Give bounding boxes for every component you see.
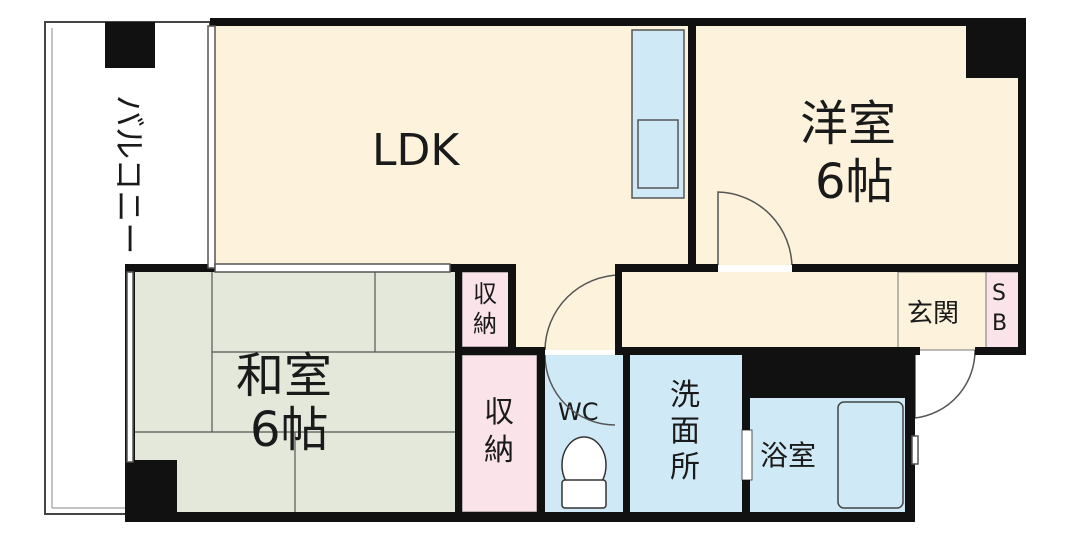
japanese-room-name: 和室 [236,348,332,404]
closet-large-label: 収納 [484,395,514,468]
ldk-floor [215,25,690,350]
closet-small-label: 収納 [473,280,497,338]
washroom-floor [630,355,742,512]
balcony-label: バルコニー [110,95,148,254]
japanese-room-size: 6帖 [250,402,329,458]
western-room-name: 洋室 [800,96,896,152]
toilet-icon [561,436,607,509]
washroom-label: 洗面所 [670,378,700,485]
shoe-box [985,271,1021,351]
wc-door [544,274,621,351]
entrance-floor [897,271,987,351]
windows [126,25,919,465]
western-room-door [717,191,793,269]
wc-door-inner [544,354,616,426]
kitchen-sink [637,119,679,189]
western-room-floor [695,25,1020,268]
closet-large [461,354,538,513]
tatami-lines [135,272,455,512]
balcony-pillar-top [105,22,155,68]
western-room-pillar [966,22,1024,78]
bathroom-wall-top [750,355,915,398]
japanese-room-pillar [135,460,177,512]
bathroom-label: 浴室 [760,439,816,472]
entrance-label: 玄関 [907,299,959,329]
bathtub [837,401,904,509]
western-room-size: 6帖 [815,154,894,210]
front-door [914,349,976,419]
ldk-label: LDK [372,125,460,176]
